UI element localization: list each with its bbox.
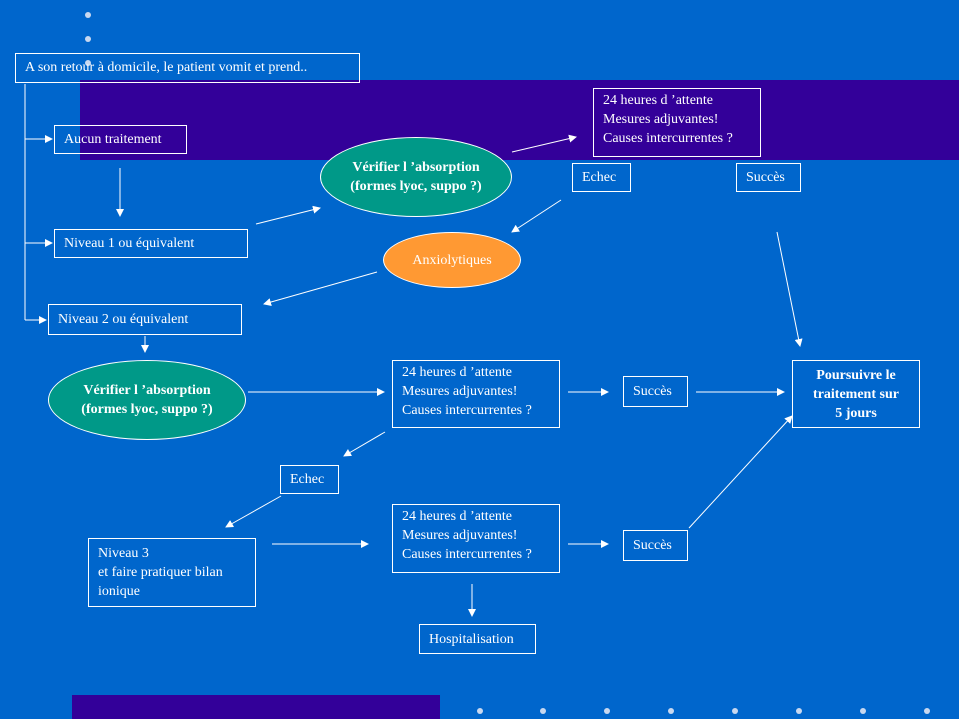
- niveau2-label: Niveau 2 ou équivalent: [58, 312, 189, 327]
- verifier-mid-line-1: Vérifier l ’absorption: [83, 383, 211, 398]
- arrow-niveau1-verifier: [255, 205, 321, 225]
- attente-top-line-2: Mesures adjuvantes!: [603, 112, 719, 127]
- niveau2-box: Niveau 2 ou équivalent: [48, 304, 242, 335]
- decor-dot: [540, 708, 546, 714]
- poursuivre-box: Poursuivre le traitement sur 5 jours: [792, 360, 920, 428]
- niveau1-box: Niveau 1 ou équivalent: [54, 229, 248, 258]
- attente-bot-box: 24 heures d ’attente Mesures adjuvantes!…: [392, 504, 560, 573]
- verifier-absorption-mid: Vérifier l ’absorption (formes lyoc, sup…: [48, 360, 246, 440]
- anxiolytiques-label: Anxiolytiques: [412, 252, 492, 268]
- poursuivre-line-2: traitement sur: [813, 386, 899, 402]
- succes-bot-box: Succès: [623, 530, 688, 561]
- niveau3-line-2: et faire pratiquer bilan: [98, 565, 223, 580]
- decor-dot: [668, 708, 674, 714]
- verifier-absorption-top: Vérifier l ’absorption (formes lyoc, sup…: [320, 137, 512, 217]
- attente-mid-box: 24 heures d ’attente Mesures adjuvantes!…: [392, 360, 560, 428]
- decor-dot: [85, 36, 91, 42]
- decor-dot: [604, 708, 610, 714]
- decor-dot: [732, 708, 738, 714]
- hospitalisation-box: Hospitalisation: [419, 624, 536, 654]
- anxiolytiques-ellipse: Anxiolytiques: [383, 232, 521, 288]
- verifier-top-line-2: (formes lyoc, suppo ?): [350, 179, 482, 194]
- verifier-top-line-1: Vérifier l ’absorption: [352, 160, 480, 175]
- arrow-succes-poursuivre-top: [776, 231, 803, 347]
- niveau3-line-1: Niveau 3: [98, 546, 149, 561]
- echec-top-label: Echec: [582, 170, 617, 185]
- attente-bot-line-3: Causes intercurrentes ?: [402, 547, 532, 562]
- echec-top-box: Echec: [572, 163, 631, 192]
- arrow-echec-anxio: [511, 199, 562, 233]
- verifier-mid-line-2: (formes lyoc, suppo ?): [81, 402, 213, 417]
- decor-dot: [796, 708, 802, 714]
- succes-mid-label: Succès: [633, 384, 672, 399]
- decor-dot: [85, 60, 91, 66]
- attente-mid-line-1: 24 heures d ’attente: [402, 365, 513, 380]
- start-label: A son retour à domicile, le patient vomi…: [25, 60, 308, 75]
- start-box: A son retour à domicile, le patient vomi…: [15, 53, 360, 83]
- decor-dot: [477, 708, 483, 714]
- succes-mid-box: Succès: [623, 376, 688, 407]
- bottom-band: [72, 695, 440, 719]
- arrow-attente-echec: [343, 431, 386, 457]
- attente-mid-line-3: Causes intercurrentes ?: [402, 403, 532, 418]
- arrow-succes-poursuivre-bot: [688, 415, 793, 529]
- succes-top-label: Succès: [746, 170, 785, 185]
- attente-mid-line-2: Mesures adjuvantes!: [402, 384, 518, 399]
- arrow-echec-niveau3: [225, 495, 282, 528]
- echec-mid-label: Echec: [290, 472, 325, 487]
- arrow-anxio-niveau2: [263, 271, 378, 306]
- niveau1-label: Niveau 1 ou équivalent: [64, 236, 195, 251]
- niveau3-box: Niveau 3 et faire pratiquer bilan ioniqu…: [88, 538, 256, 607]
- hospitalisation-label: Hospitalisation: [429, 632, 514, 647]
- attente-top-line-3: Causes intercurrentes ?: [603, 131, 733, 146]
- aucun-traitement-box: Aucun traitement: [54, 125, 187, 154]
- attente-top-line-1: 24 heures d ’attente: [603, 93, 714, 108]
- attente-top-box: 24 heures d ’attente Mesures adjuvantes!…: [593, 88, 761, 157]
- arrow-verifier-attente: [511, 134, 577, 153]
- succes-bot-label: Succès: [633, 538, 672, 553]
- poursuivre-line-3: 5 jours: [835, 405, 877, 421]
- echec-mid-box: Echec: [280, 465, 339, 494]
- attente-bot-line-1: 24 heures d ’attente: [402, 509, 513, 524]
- succes-top-box: Succès: [736, 163, 801, 192]
- attente-bot-line-2: Mesures adjuvantes!: [402, 528, 518, 543]
- top-band: [80, 80, 959, 160]
- poursuivre-line-1: Poursuivre le: [816, 367, 896, 383]
- decor-dot: [85, 12, 91, 18]
- decor-dot: [924, 708, 930, 714]
- niveau3-line-3: ionique: [98, 584, 140, 599]
- aucun-traitement-label: Aucun traitement: [64, 132, 162, 147]
- decor-dot: [860, 708, 866, 714]
